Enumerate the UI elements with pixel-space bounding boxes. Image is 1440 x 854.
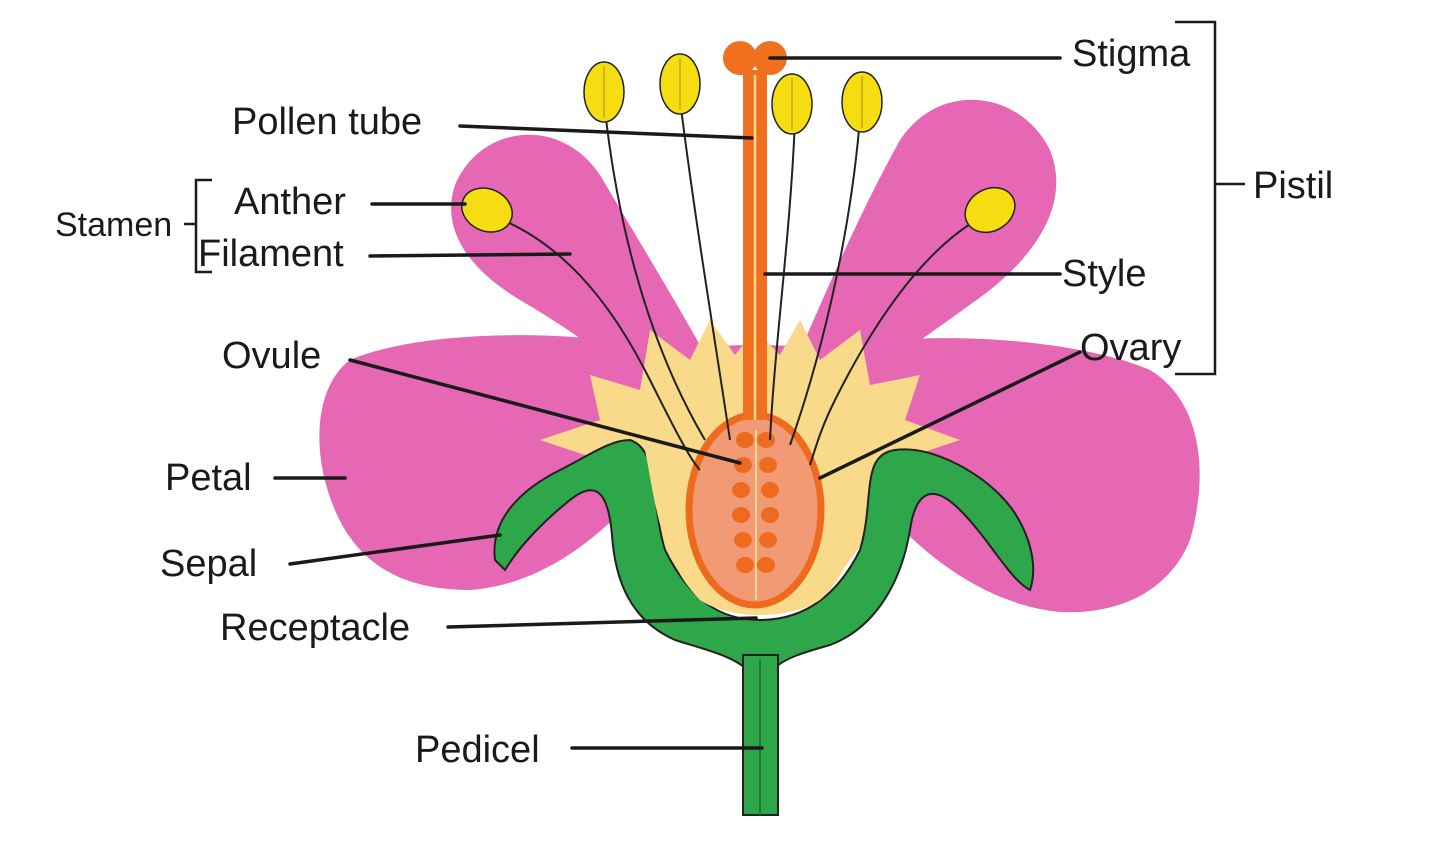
- label-ovule: Ovule: [222, 335, 321, 377]
- label-sepal: Sepal: [160, 543, 257, 585]
- label-petal: Petal: [165, 457, 252, 499]
- anthers: [461, 53, 1016, 234]
- labels: Stigma Pollen tube Pistil Stamen Anther …: [55, 33, 1333, 771]
- label-ovary: Ovary: [1080, 327, 1181, 369]
- anther-2: [659, 53, 701, 115]
- label-stigma: Stigma: [1072, 33, 1191, 75]
- label-stamen: Stamen: [55, 206, 172, 244]
- label-filament: Filament: [198, 233, 344, 275]
- anther-3: [771, 73, 813, 135]
- leader-ovule: [348, 358, 742, 465]
- leader-receptacle: [446, 616, 758, 629]
- label-anther: Anther: [234, 181, 346, 223]
- stamen-bracket: [184, 178, 212, 274]
- label-pistil: Pistil: [1253, 165, 1333, 207]
- leader-filament: [368, 252, 572, 258]
- anther-1: [583, 61, 625, 123]
- anther-5: [461, 187, 513, 233]
- label-style: Style: [1062, 253, 1146, 295]
- label-pedicel: Pedicel: [415, 729, 540, 771]
- leader-lines: [273, 56, 1082, 750]
- label-receptacle: Receptacle: [220, 607, 410, 649]
- label-pollen-tube: Pollen tube: [232, 101, 422, 143]
- leader-ovary: [818, 350, 1082, 480]
- anther-6: [964, 186, 1016, 234]
- ovules: [732, 432, 779, 573]
- leader-pollen-tube: [458, 124, 754, 140]
- leader-sepal: [288, 533, 502, 566]
- anther-4: [841, 71, 883, 133]
- pistil-bracket: [1175, 20, 1245, 376]
